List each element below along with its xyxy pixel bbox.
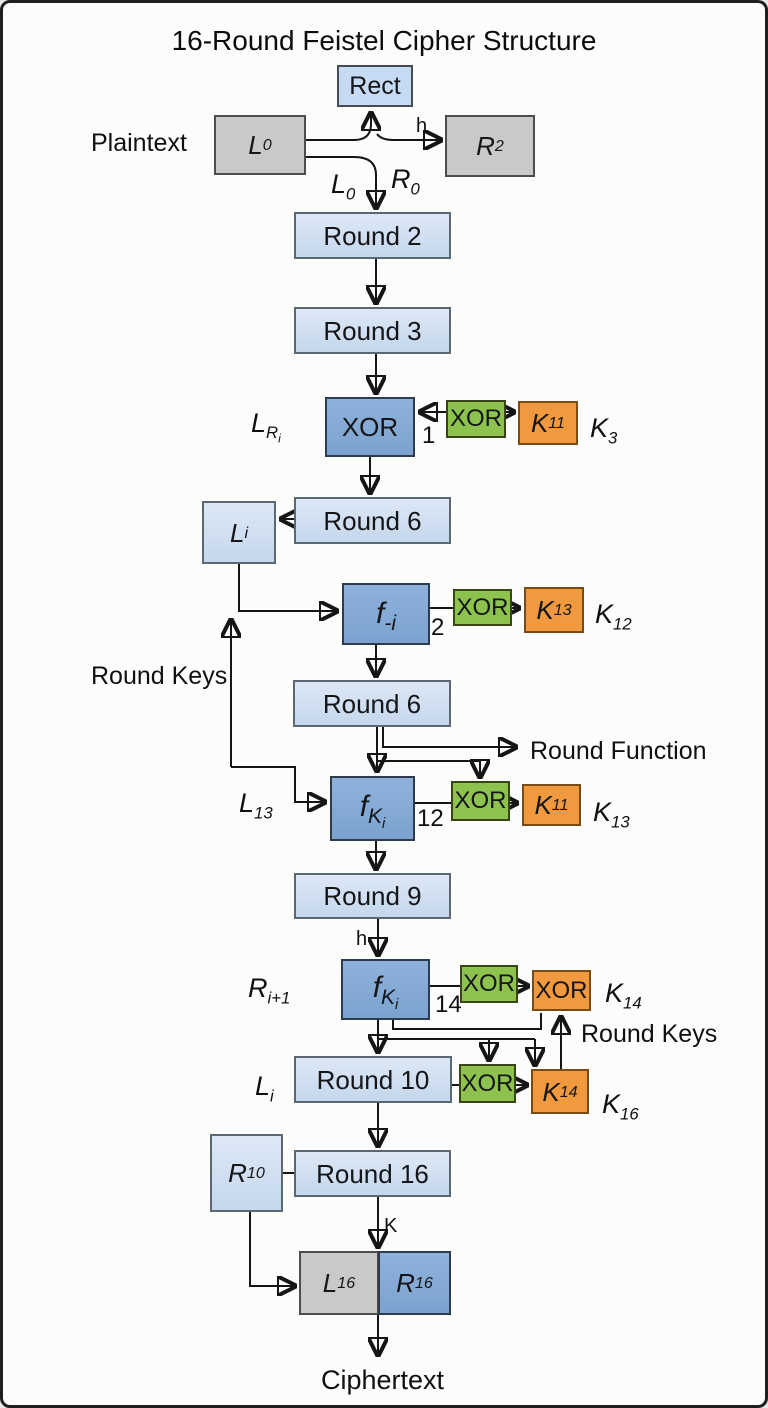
label-k3: K3 xyxy=(590,413,618,448)
connector-arrows xyxy=(3,3,768,1408)
label-h-mid: h xyxy=(356,928,368,950)
label-num-12: 12 xyxy=(417,805,444,832)
label-flow-r0: R0 xyxy=(391,164,420,199)
label-round-function: Round Function xyxy=(530,737,707,765)
label-l13: L13 xyxy=(239,788,273,823)
page-title: 16-Round Feistel Cipher Structure xyxy=(171,25,597,56)
label-k12: K12 xyxy=(595,599,632,634)
node-f2: fKi xyxy=(330,776,415,841)
xor-box-3: XOR xyxy=(451,781,510,821)
xor-box-1: XOR xyxy=(446,400,506,438)
label-h-top: h xyxy=(416,115,428,137)
label-num-1: 1 xyxy=(422,422,436,449)
label-ciphertext: Ciphertext xyxy=(321,1365,445,1395)
label-l-i: Li xyxy=(255,1071,274,1106)
node-round-16: Round 16 xyxy=(294,1150,451,1197)
node-round-6b: Round 6 xyxy=(293,680,451,727)
node-xor-main: XOR xyxy=(325,397,415,457)
label-round-keys-left: Round Keys xyxy=(91,662,228,690)
node-f3: fKi xyxy=(341,959,430,1020)
xor-box-4: XOR xyxy=(460,965,518,1003)
label-k16: K16 xyxy=(602,1089,639,1124)
node-round-3: Round 3 xyxy=(294,307,451,354)
xor-box-5: XOR xyxy=(459,1064,516,1103)
node-round-2: Round 2 xyxy=(294,212,451,259)
label-r-i-plus-1: Ri+1 xyxy=(248,973,291,1008)
label-k14: K14 xyxy=(605,978,642,1013)
xor-box-2: XOR xyxy=(453,589,512,626)
node-round-9: Round 9 xyxy=(294,873,451,919)
label-num-2: 2 xyxy=(431,614,445,641)
node-round-10: Round 10 xyxy=(294,1056,452,1103)
node-xor-orange: XOR xyxy=(532,970,591,1011)
label-l-ri: LRi xyxy=(251,408,281,446)
label-flow-l0: L0 xyxy=(331,169,356,204)
label-plaintext: Plaintext xyxy=(91,129,187,157)
label-num-14: 14 xyxy=(435,991,462,1018)
label-k-bottom: K xyxy=(384,1215,398,1237)
node-f1: f-i xyxy=(342,583,430,645)
node-round-6a: Round 6 xyxy=(294,497,451,544)
label-round-keys-right: Round Keys xyxy=(581,1020,718,1048)
label-k13: K13 xyxy=(593,797,630,832)
node-rect: Rect xyxy=(337,65,413,107)
